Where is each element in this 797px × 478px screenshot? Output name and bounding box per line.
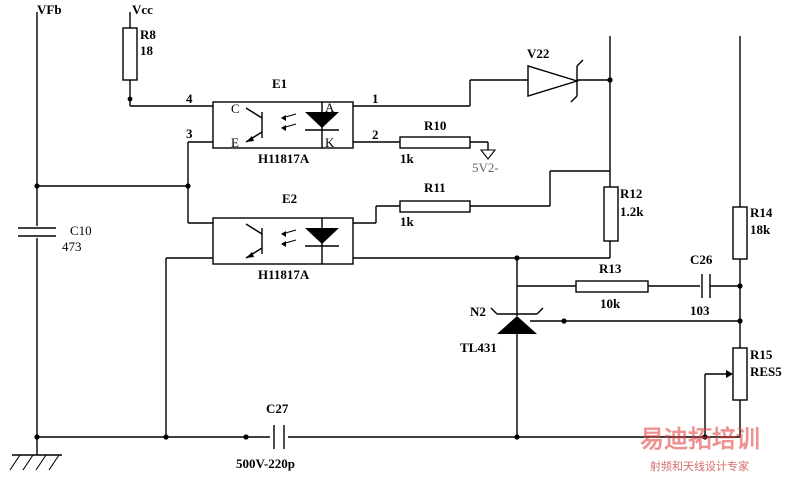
- capacitor-c10: C10 473: [18, 223, 92, 254]
- resistor-r15: R15 RES5: [702, 347, 782, 440]
- resistor-r11: R11 1k: [399, 171, 551, 229]
- c26-ref: C26: [690, 252, 713, 267]
- vcc-label: Vcc: [132, 2, 153, 17]
- resistor-r12: R12 1.2k: [550, 170, 644, 258]
- capacitor-c26: C26 103: [690, 252, 743, 318]
- r13-ref: R13: [599, 261, 622, 276]
- e1-pin-k: K: [325, 135, 335, 150]
- e1-wiring: [37, 79, 528, 224]
- r12-value: 1.2k: [620, 204, 644, 219]
- r8-ref: R8: [140, 27, 156, 42]
- resistor-r10: R10 1k 5V2-: [399, 118, 499, 175]
- e1-pin2: 2: [372, 127, 379, 142]
- vfb-label: VFb: [37, 2, 62, 17]
- diode-v22: V22: [527, 46, 613, 103]
- ground-symbol: [9, 437, 62, 471]
- e1-pin3: 3: [186, 126, 193, 141]
- watermark-logo: 易迪拓培训: [640, 425, 760, 453]
- r15-value: RES5: [750, 364, 782, 379]
- r11-value: 1k: [400, 214, 415, 229]
- ground-rail: [34, 12, 740, 440]
- e1-pin-e: E: [231, 135, 239, 150]
- n2-ref: N2: [470, 304, 486, 319]
- r8-value: 18: [140, 43, 154, 58]
- resistor-r8: Vcc R8 18: [122, 2, 156, 106]
- c27-ref: C27: [266, 401, 289, 416]
- r13-value: 10k: [600, 296, 621, 311]
- e2-ref: E2: [282, 191, 297, 206]
- e1-part: H11817A: [258, 151, 310, 166]
- c10-ref: C10: [70, 223, 92, 238]
- resistor-r14: R14 18k: [732, 205, 773, 348]
- ref-5v2-label: 5V2-: [472, 160, 499, 175]
- c10-value: 473: [62, 239, 82, 254]
- r11-ref: R11: [424, 180, 446, 195]
- r14-value: 18k: [750, 222, 771, 237]
- r10-value: 1k: [400, 151, 415, 166]
- r10-ref: R10: [424, 118, 446, 133]
- watermark-tagline: 射频和天线设计专家: [650, 459, 749, 473]
- r14-ref: R14: [750, 205, 773, 220]
- e2-wiring: [163, 205, 610, 440]
- e1-pin-c: C: [231, 101, 240, 116]
- resistor-r13: R13 10k: [517, 261, 700, 311]
- c27-value: 500V-220p: [236, 456, 295, 471]
- capacitor-c27: C27 500V-220p: [236, 401, 295, 471]
- e1-pin4: 4: [186, 91, 193, 106]
- e1-pin1: 1: [372, 91, 379, 106]
- e1-ref: E1: [272, 76, 287, 91]
- watermark: 易迪拓培训 射频和天线设计专家: [640, 425, 760, 473]
- v22-ref: V22: [527, 46, 549, 61]
- shunt-regulator-n2: N2 TL431: [460, 258, 743, 440]
- e2-part: H11817A: [258, 267, 310, 282]
- optocoupler-e1: E1 H11817A 4 3 1 2 C E A K: [186, 76, 379, 166]
- e1-pin-a: A: [325, 100, 335, 115]
- r15-ref: R15: [750, 347, 773, 362]
- c26-value: 103: [690, 303, 710, 318]
- optocoupler-e2: E2 H11817A: [212, 191, 354, 282]
- r12-ref: R12: [620, 186, 642, 201]
- n2-value: TL431: [460, 340, 497, 355]
- output-rail: [609, 36, 741, 207]
